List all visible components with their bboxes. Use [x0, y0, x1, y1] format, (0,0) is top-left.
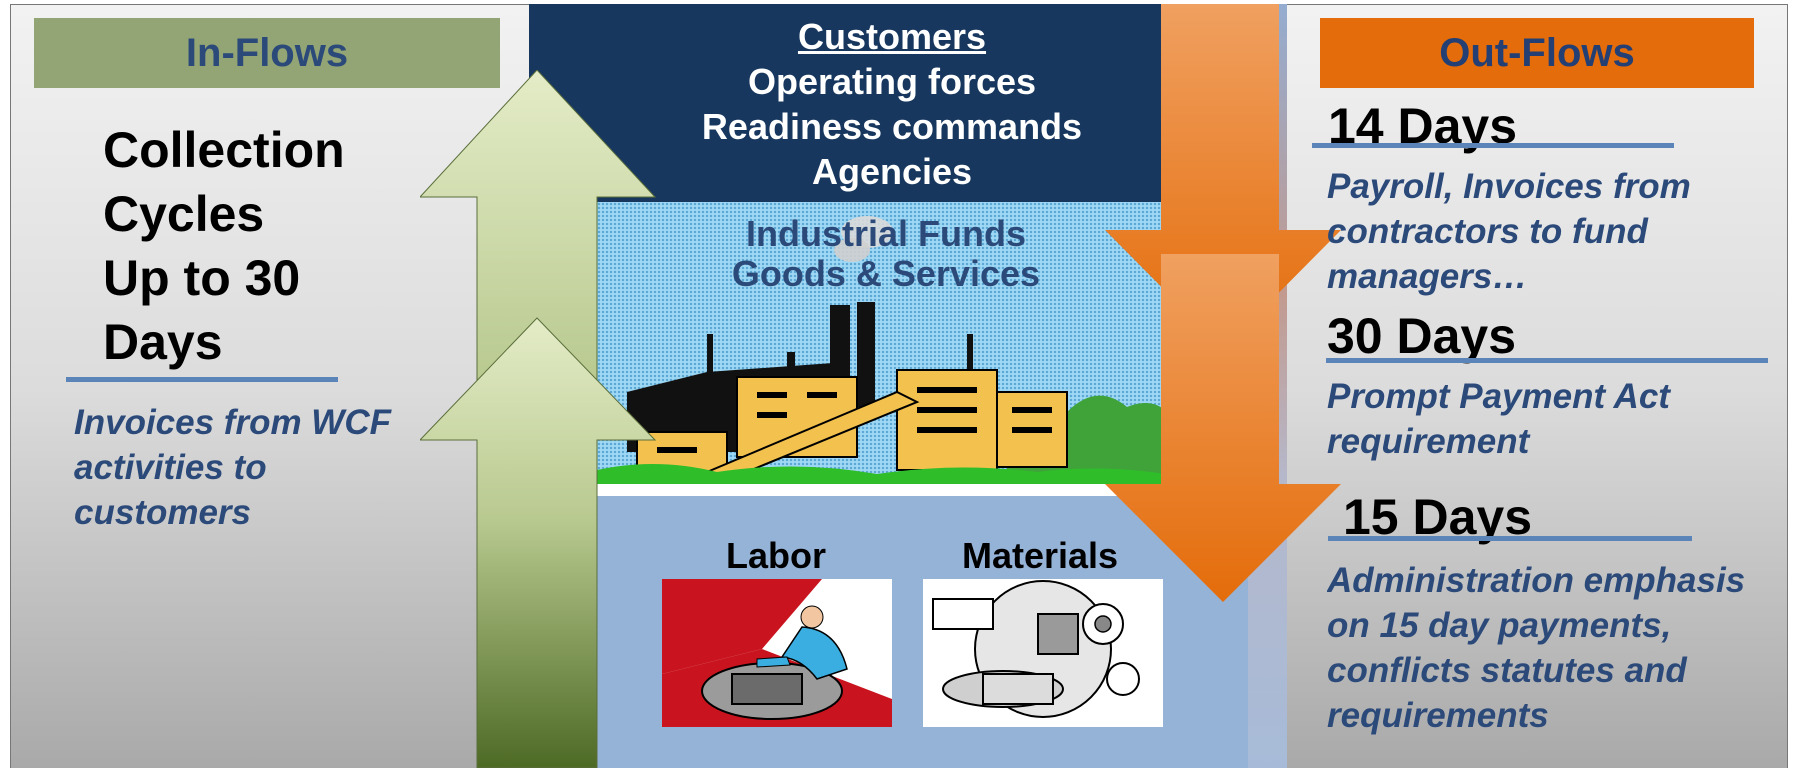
in-flow-note: Invoices from WCF activities to customer… — [74, 403, 391, 532]
collection-cycle-label: Collection Cycles Up to 30 Days — [103, 118, 433, 374]
up-arrow-icon — [420, 317, 657, 768]
in-flows-panel — [10, 4, 531, 768]
outflow-description: Administration emphasis on 15 day paymen… — [1327, 561, 1746, 735]
industrial-funds-label: Industrial Funds — [745, 213, 1026, 254]
customer-type: Readiness commands — [701, 106, 1083, 147]
industrial-funds-text: Industrial Funds Goods & Services — [700, 214, 1072, 294]
outflow-underline — [1312, 143, 1674, 148]
outflow-days-label: 15 Days — [1343, 489, 1533, 545]
customer-type: Operating forces — [747, 61, 1037, 102]
customer-type: Agencies — [811, 151, 973, 192]
outflow-days-label: 30 Days — [1327, 308, 1517, 364]
collection-cycle-line: Days — [103, 314, 223, 370]
labor-label: Labor — [725, 535, 826, 576]
down-arrow-icon — [1105, 254, 1341, 602]
out-flows-panel — [1287, 4, 1788, 768]
in-flows-banner: In-Flows — [34, 18, 500, 88]
collection-cycle-line: Collection — [103, 122, 345, 178]
outflow-description: Payroll, Invoices from contractors to fu… — [1327, 167, 1691, 296]
collection-cycle-line: Up to 30 — [103, 250, 301, 306]
factory-icon — [597, 216, 1167, 484]
in-flow-arrows — [420, 70, 657, 768]
customers-heading: Customers — [797, 16, 987, 57]
collection-cycle-line: Cycles — [103, 186, 265, 242]
out-flow-arrows — [1105, 4, 1341, 602]
goods-services-label: Goods & Services — [731, 253, 1041, 294]
customers-text: Customers Operating forces Readiness com… — [640, 14, 1144, 194]
materials-label: Materials — [961, 535, 1119, 576]
outflow-underline — [1326, 358, 1768, 363]
materials-icon — [923, 579, 1163, 727]
outflow-description: Prompt Payment Act requirement — [1327, 377, 1670, 461]
customers-box — [529, 4, 1167, 202]
collection-underline — [66, 377, 338, 382]
mechanic-icon — [662, 579, 892, 727]
outflow-underline — [1328, 536, 1692, 541]
out-flows-banner: Out-Flows — [1320, 18, 1754, 88]
